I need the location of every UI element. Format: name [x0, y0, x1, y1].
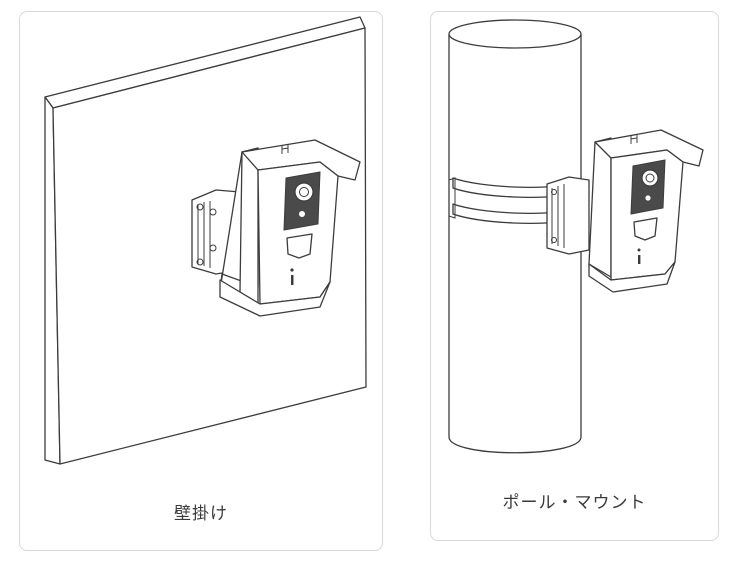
- option-caption-pole-mount: ポール・マウント: [502, 493, 647, 513]
- wall-mount-camera-illustration: [44, 16, 367, 465]
- option-caption-wall-mount: 壁掛け: [174, 504, 228, 524]
- pole-mount-option-card[interactable]: ポール・マウント: [430, 11, 719, 541]
- wall-mount-option-card[interactable]: 壁掛け: [19, 11, 383, 551]
- pole-mount-camera-illustration: [448, 19, 704, 454]
